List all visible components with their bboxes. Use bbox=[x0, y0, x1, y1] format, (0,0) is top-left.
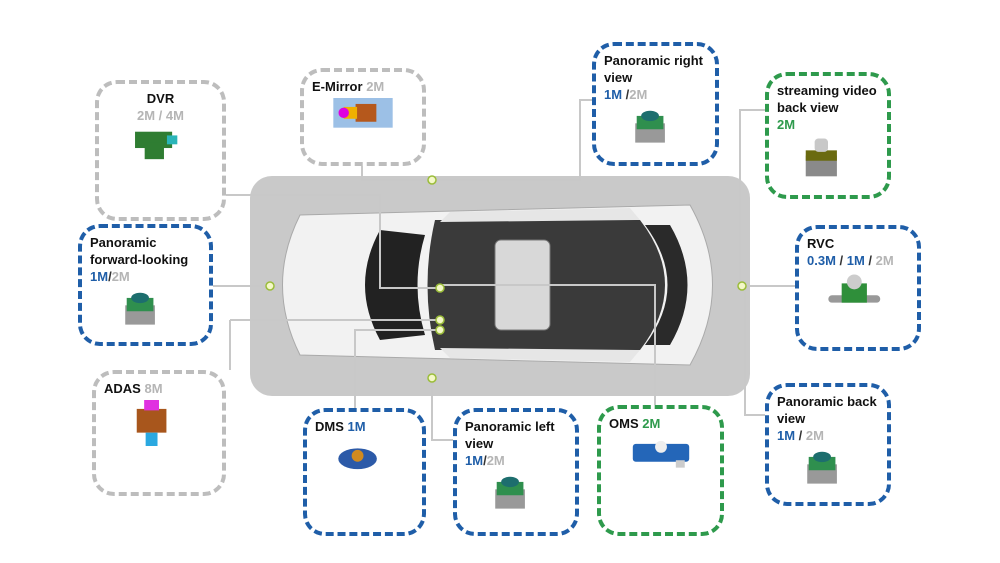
resolution-value: 1M bbox=[90, 269, 109, 284]
resolution-value: 2M bbox=[629, 87, 648, 102]
resolution-value: 1M bbox=[465, 453, 484, 468]
resolution-value: 2M bbox=[875, 253, 894, 268]
resolution-spec: 2M bbox=[777, 117, 795, 132]
connector-lines bbox=[160, 99, 795, 441]
resolution-value: 2M bbox=[777, 117, 796, 132]
camera-card-dvr: DVR 2M / 4M bbox=[95, 80, 226, 221]
camera-title: ADAS bbox=[104, 381, 141, 396]
resolution-spec: 1M /2M bbox=[604, 87, 647, 102]
resolution-value: 2M bbox=[642, 416, 661, 431]
camera-title: Panoramic right view bbox=[604, 53, 703, 85]
dvr-camera-icon bbox=[131, 128, 191, 174]
adas-camera-icon bbox=[129, 400, 189, 446]
resolution-spec: 8M bbox=[144, 381, 162, 396]
resolution-value: / bbox=[795, 428, 806, 443]
camera-title: Panoramic back view bbox=[777, 394, 877, 426]
resolution-value: / bbox=[864, 253, 876, 268]
resolution-value: 1M bbox=[604, 87, 623, 102]
e-mirror-camera-icon bbox=[333, 98, 393, 144]
streaming-camera-icon bbox=[798, 137, 858, 183]
panoramic-camera-icon bbox=[486, 473, 546, 519]
panoramic-camera-icon bbox=[626, 107, 686, 153]
resolution-spec: 1M/2M bbox=[465, 453, 505, 468]
camera-title: RVC bbox=[807, 236, 835, 251]
resolution-spec: 0.3M / 1M / 2M bbox=[807, 253, 894, 268]
camera-title: streaming video back view bbox=[777, 83, 877, 115]
camera-card-dms: DMS 1M bbox=[303, 408, 426, 536]
camera-title: Panoramic forward-looking bbox=[90, 235, 189, 267]
dms-camera-icon bbox=[335, 438, 395, 484]
resolution-value: / bbox=[835, 253, 847, 268]
camera-title: Panoramic left view bbox=[465, 419, 555, 451]
resolution-spec: 2M / 4M bbox=[137, 108, 184, 123]
camera-title: DVR bbox=[146, 91, 175, 106]
camera-card-e-mirror: E-Mirror 2M bbox=[300, 68, 426, 166]
camera-title: OMS bbox=[609, 416, 639, 431]
camera-card-streaming-back: streaming video back view 2M bbox=[765, 72, 891, 199]
resolution-spec: 1M / 2M bbox=[777, 428, 824, 443]
camera-card-panoramic-left: Panoramic left view 1M/2M bbox=[453, 408, 579, 536]
panoramic-camera-icon bbox=[798, 448, 858, 494]
camera-card-adas: ADAS 8M bbox=[92, 370, 226, 496]
camera-card-oms: OMS 2M bbox=[597, 405, 724, 536]
rvc-camera-icon bbox=[828, 273, 888, 319]
camera-card-panoramic-back: Panoramic back view 1M / 2M bbox=[765, 383, 891, 506]
resolution-value: 2M bbox=[486, 453, 505, 468]
resolution-value: / bbox=[622, 87, 630, 102]
resolution-value: 2M bbox=[366, 79, 385, 94]
camera-card-rvc: RVC 0.3M / 1M / 2M bbox=[795, 225, 921, 351]
oms-camera-icon bbox=[631, 435, 691, 481]
camera-card-panoramic-forward: Panoramic forward-looking 1M/2M bbox=[78, 224, 213, 346]
resolution-value: 1M bbox=[347, 419, 366, 434]
resolution-value: / bbox=[483, 453, 487, 468]
resolution-value: 1M bbox=[777, 428, 796, 443]
resolution-value: 2M bbox=[805, 428, 824, 443]
camera-position-dots bbox=[265, 175, 747, 383]
resolution-value: 0.3M bbox=[807, 253, 836, 268]
resolution-value: 1M bbox=[846, 253, 865, 268]
resolution-spec: 1M bbox=[348, 419, 366, 434]
resolution-spec: 1M/2M bbox=[90, 269, 130, 284]
resolution-value: / bbox=[108, 269, 112, 284]
camera-title: DMS bbox=[315, 419, 344, 434]
panoramic-camera-icon bbox=[116, 289, 176, 335]
resolution-value: 8M bbox=[144, 381, 163, 396]
resolution-spec: 2M bbox=[366, 79, 384, 94]
resolution-spec: 2M bbox=[642, 416, 660, 431]
camera-card-panoramic-right: Panoramic right view 1M /2M bbox=[592, 42, 719, 166]
resolution-value: 2M / 4M bbox=[137, 108, 184, 123]
resolution-value: 2M bbox=[111, 269, 130, 284]
camera-title: E-Mirror bbox=[312, 79, 363, 94]
